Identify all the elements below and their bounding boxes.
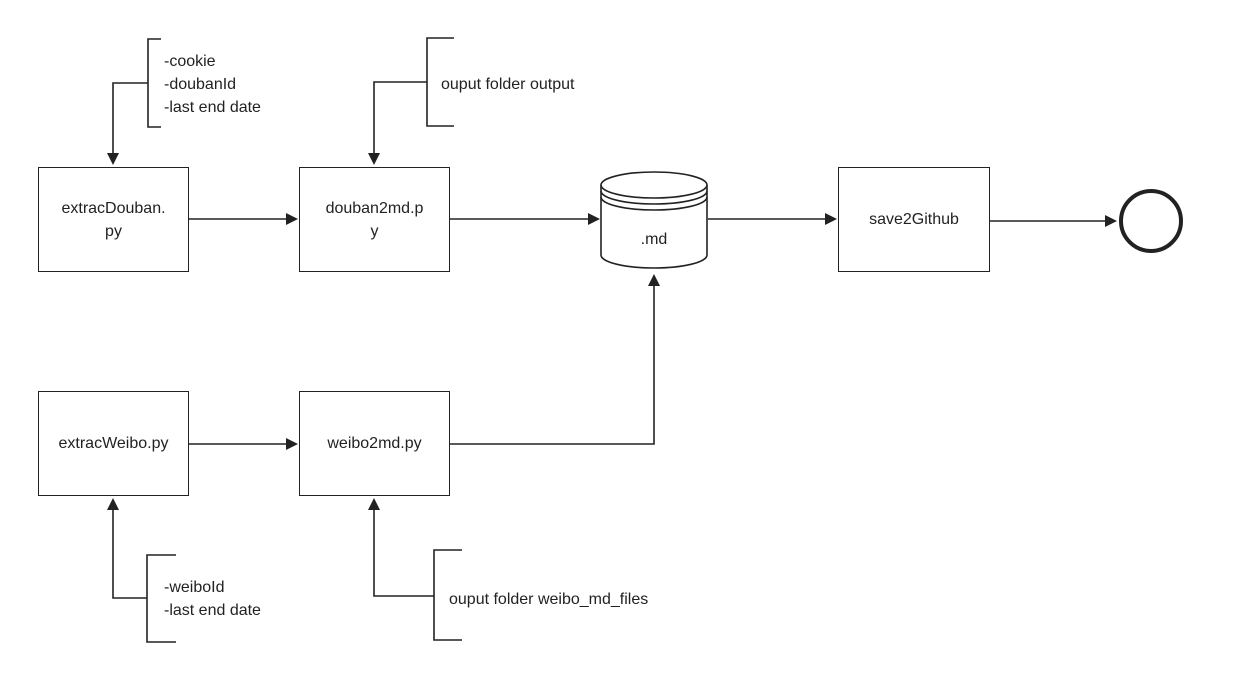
extracdouban-label: extracDouban.py [61, 199, 166, 240]
douban-param-last-end-date: -last end date [164, 99, 261, 116]
end-event-circle [1119, 189, 1183, 253]
connector-output-to-weibo2md [368, 498, 434, 597]
weibo-params-note: -weiboId -last end date [164, 576, 261, 622]
save2github-node: save2Github [838, 167, 990, 272]
connector-output-to-douban2md [368, 81, 427, 165]
connector-params-to-extracdouban [107, 82, 148, 165]
douban-output-note: ouput folder output [441, 76, 575, 93]
weibo-output-note: ouput folder weibo_md_files [449, 591, 649, 608]
extracweibo-node: extracWeibo.py [38, 391, 189, 496]
connector-weibo2md-to-md [450, 274, 660, 445]
weibo-param-weiboid: -weiboId [164, 579, 225, 596]
md-datastore-label: .md [640, 231, 668, 248]
douban-param-cookie: -cookie [164, 53, 216, 70]
weibo-param-last-end-date: -last end date [164, 602, 261, 619]
connector-params-to-extracweibo [107, 498, 147, 599]
douban2md-label: douban2md.py [325, 199, 424, 240]
weibo2md-label: weibo2md.py [327, 435, 422, 452]
douban-param-doubanid: -doubanId [164, 76, 237, 93]
douban2md-node: douban2md.py [299, 167, 450, 272]
save2github-label: save2Github [869, 211, 959, 228]
weibo2md-node: weibo2md.py [299, 391, 450, 496]
extracweibo-label: extracWeibo.py [58, 435, 169, 452]
weibo-output-bracket [433, 549, 462, 641]
md-datastore-cylinder [600, 171, 708, 269]
douban-params-bracket [147, 38, 161, 128]
extracdouban-node: extracDouban.py [38, 167, 189, 272]
douban-params-note: -cookie -doubanId -last end date [164, 50, 261, 119]
